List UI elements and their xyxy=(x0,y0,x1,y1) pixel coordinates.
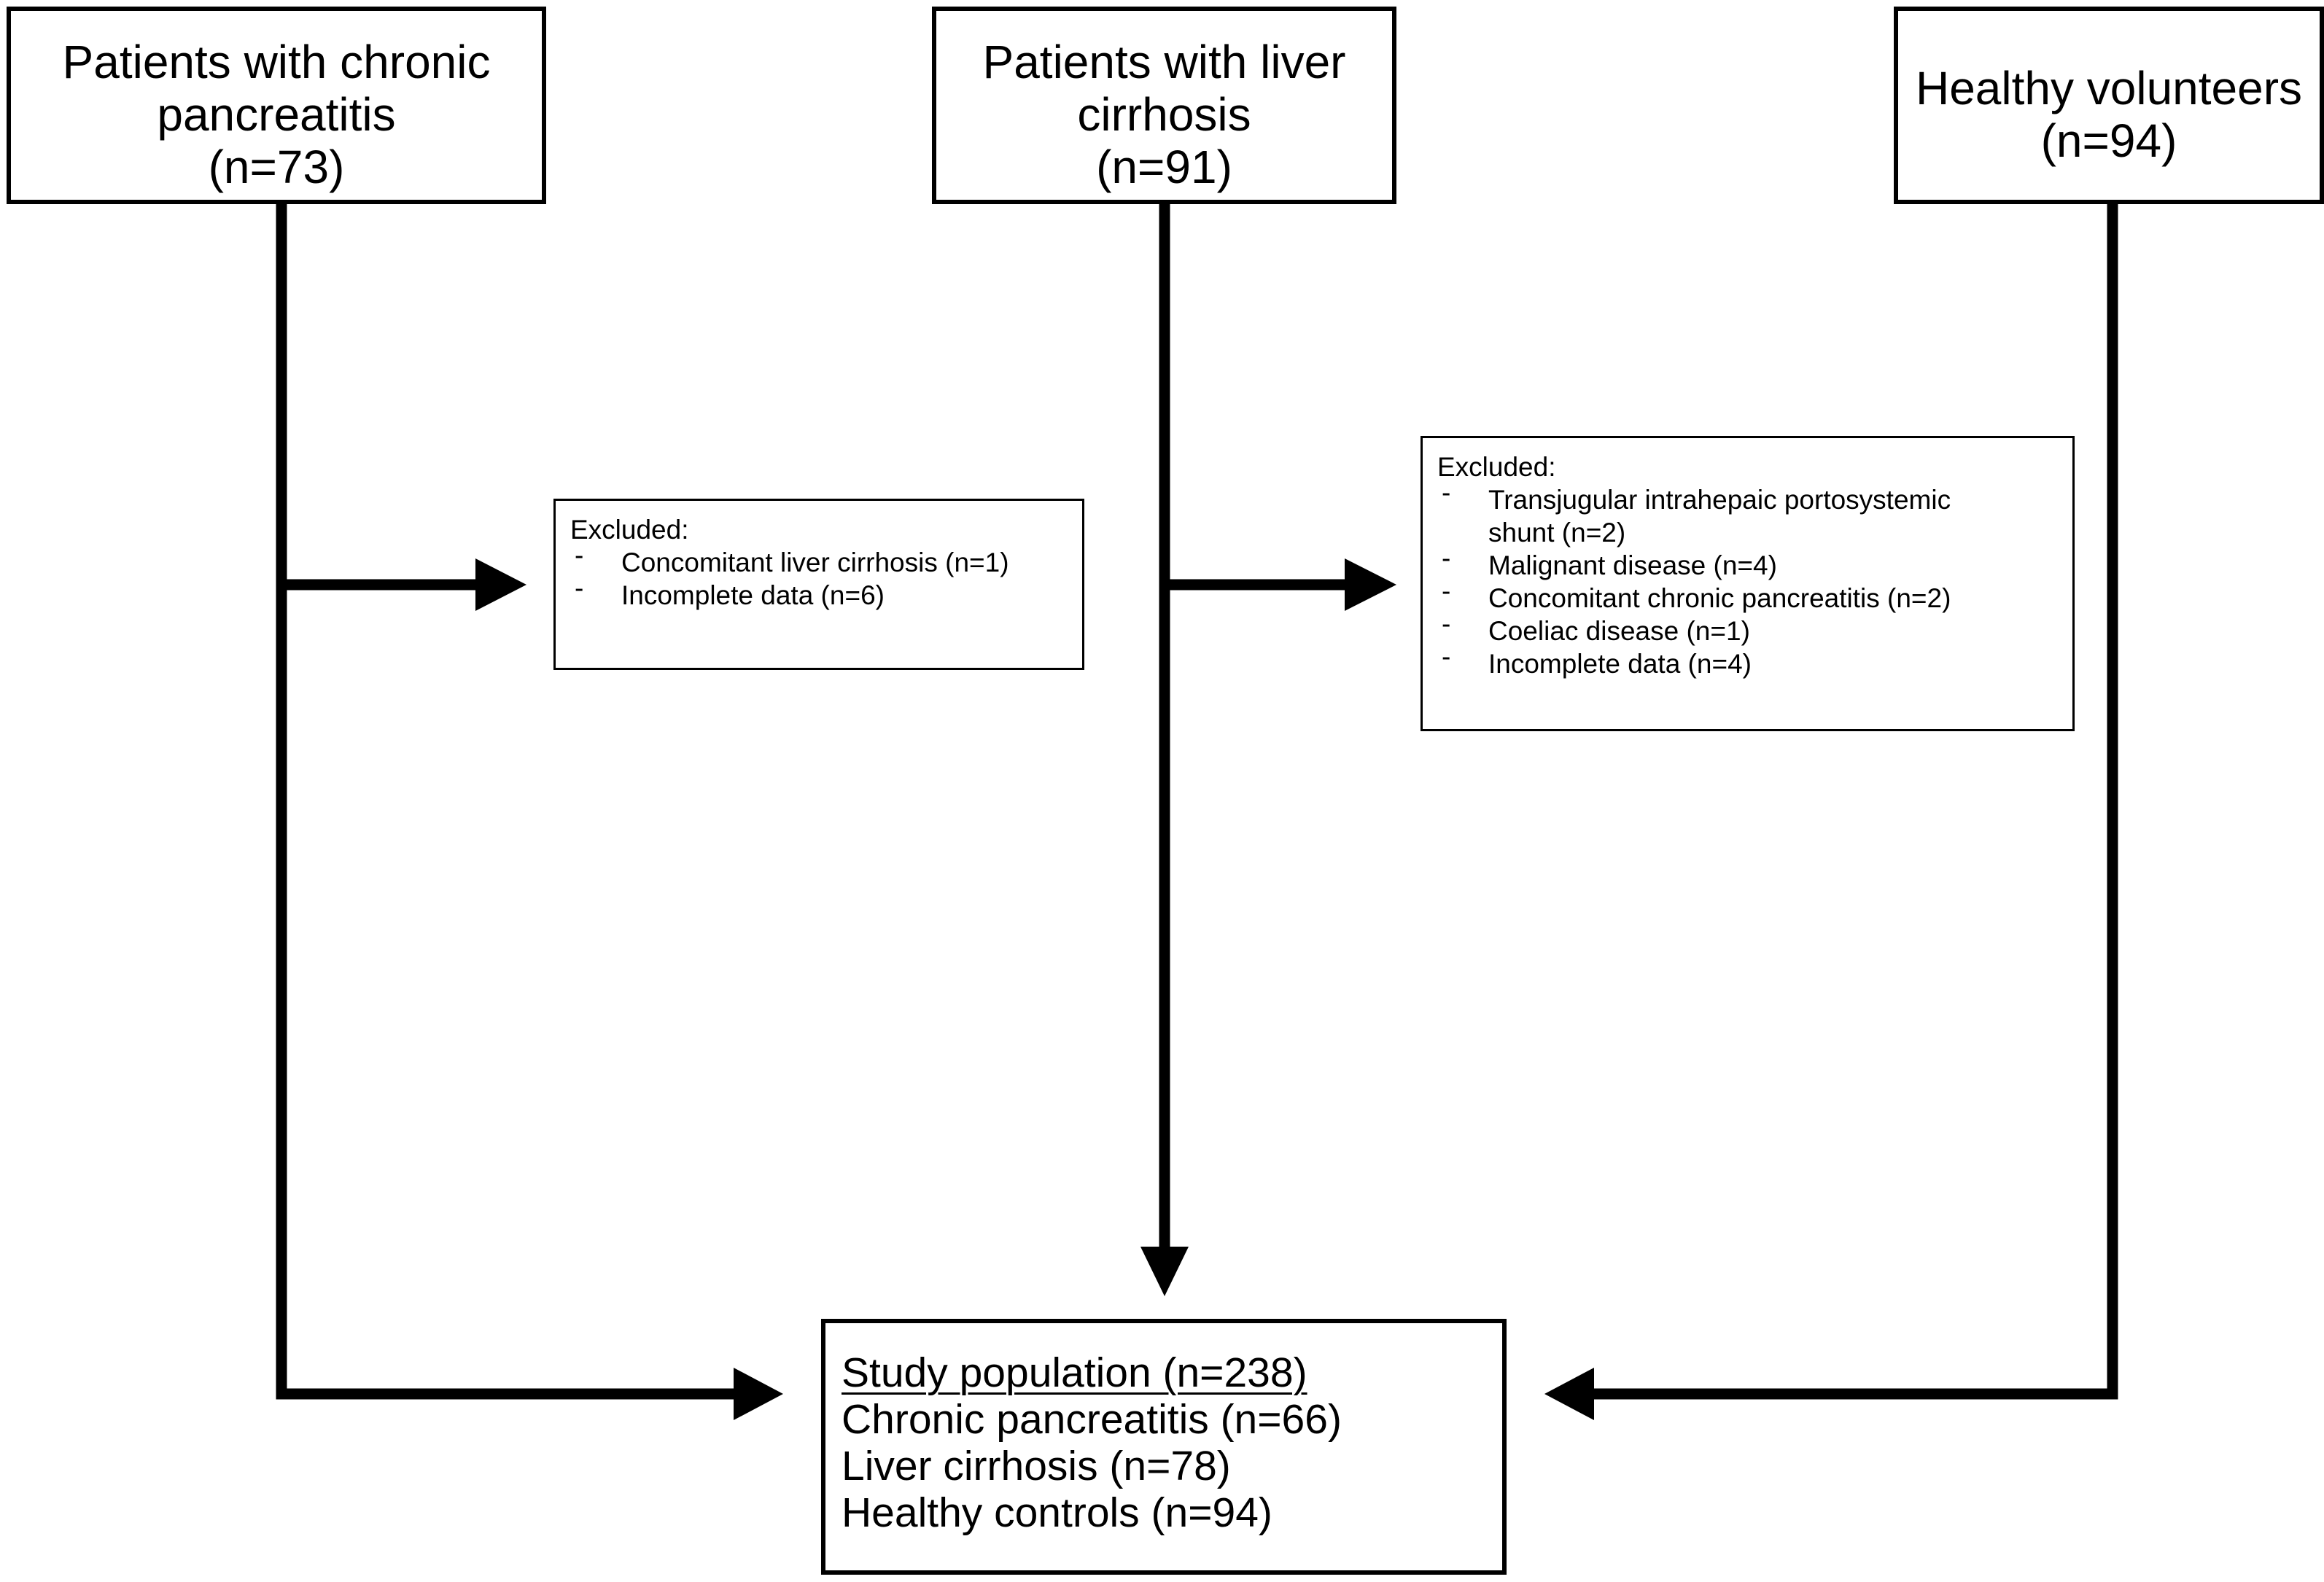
pancreatitis-flow-line xyxy=(276,203,737,1400)
chronic-pancreatitis-box: Patients with chronic pancreatitis (n=73… xyxy=(7,7,546,204)
exclusion-item-text: Transjugular intrahepaic portosystemic xyxy=(1488,485,1951,515)
exclusion-item-continuation: shunt (n=2) xyxy=(1437,516,2072,549)
exclusion-item: - Malignant disease (n=4) xyxy=(1437,543,2072,582)
cirrhosis-exclusion-list: -Transjugular intrahepaic portosystemic … xyxy=(1437,478,2072,680)
study-population-title: Study population (n=238) xyxy=(842,1349,1307,1396)
cirrhosis-exclusion-heading: Excluded: xyxy=(1437,452,1556,482)
exclusion-item: - Coeliac disease (n=1) xyxy=(1437,609,2072,647)
liver-cirrhosis-title-line2: cirrhosis xyxy=(1077,88,1251,141)
study-group-cirrhosis: Liver cirrhosis (n=78) xyxy=(842,1443,1231,1489)
study-group-healthy: Healthy controls (n=94) xyxy=(842,1489,1272,1536)
liver-cirrhosis-count: (n=91) xyxy=(1096,141,1232,193)
exclusion-item: - Concomitant chronic pancreatitis (n=2) xyxy=(1437,576,2072,615)
healthy-volunteers-title: Healthy volunteers xyxy=(1915,62,2303,114)
exclusion-item: - Transjugular intrahepaic portosystemic xyxy=(1437,478,2072,516)
exclusion-item-text: Incomplete data (n=4) xyxy=(1488,649,1752,679)
arrowhead-to-cirrhosis-exclusion xyxy=(1345,558,1396,611)
pancreatitis-exclusion-heading: Excluded: xyxy=(570,515,689,545)
study-population-box: Study population (n=238) Chronic pancrea… xyxy=(821,1319,1507,1575)
pancreatitis-exclusion-box: Excluded: - Concomitant liver cirrhosis (… xyxy=(553,499,1084,670)
arrowhead-to-pancreatitis-exclusion xyxy=(475,558,526,611)
liver-cirrhosis-box: Patients with liver cirrhosis (n=91) xyxy=(932,7,1396,204)
exclusion-item-text: Coeliac disease (n=1) xyxy=(1488,616,1750,646)
chronic-pancreatitis-title-line2: pancreatitis xyxy=(157,88,396,141)
exclusion-item-text: Incomplete data (n=6) xyxy=(621,580,885,610)
pancreatitis-exclusion-list: - Concomitant liver cirrhosis (n=1) - Inco… xyxy=(570,540,1082,612)
chronic-pancreatitis-count: (n=73) xyxy=(208,141,345,193)
healthy-volunteers-count: (n=94) xyxy=(2040,114,2177,167)
arrowhead-down-to-study xyxy=(1140,1247,1189,1296)
bullet-dash: - xyxy=(1442,478,1451,507)
bullet-dash: - xyxy=(1442,642,1451,671)
volunteers-flow-line xyxy=(1590,201,2118,1400)
chronic-pancreatitis-title-line1: Patients with chronic xyxy=(62,36,491,88)
exclusion-item: - Incomplete data (n=6) xyxy=(570,573,1082,612)
exclusion-item-text: Concomitant liver cirrhosis (n=1) xyxy=(621,548,1009,577)
bullet-dash: - xyxy=(1442,543,1451,573)
bullet-dash: - xyxy=(575,540,584,570)
bullet-dash: - xyxy=(575,573,584,603)
exclusion-item: - Incomplete data (n=4) xyxy=(1437,642,2072,680)
healthy-volunteers-box: Healthy volunteers (n=94) xyxy=(1894,7,2324,204)
bullet-dash: - xyxy=(1442,576,1451,606)
arrowhead-left-to-study xyxy=(734,1368,783,1420)
exclusion-item: - Concomitant liver cirrhosis (n=1) xyxy=(570,540,1082,579)
exclusion-item-text: shunt (n=2) xyxy=(1488,518,1626,548)
arrowhead-right-to-study xyxy=(1544,1368,1594,1420)
liver-cirrhosis-title-line1: Patients with liver xyxy=(982,36,1346,88)
bullet-dash: - xyxy=(1442,609,1451,639)
cirrhosis-exclusion-box: Excluded: - Transjugular intrahepaic port… xyxy=(1421,436,2075,731)
study-group-pancreatitis: Chronic pancreatitis (n=66) xyxy=(842,1396,1342,1443)
exclusion-item-text: Concomitant chronic pancreatitis (n=2) xyxy=(1488,583,1951,613)
exclusion-item-text: Malignant disease (n=4) xyxy=(1488,550,1777,580)
